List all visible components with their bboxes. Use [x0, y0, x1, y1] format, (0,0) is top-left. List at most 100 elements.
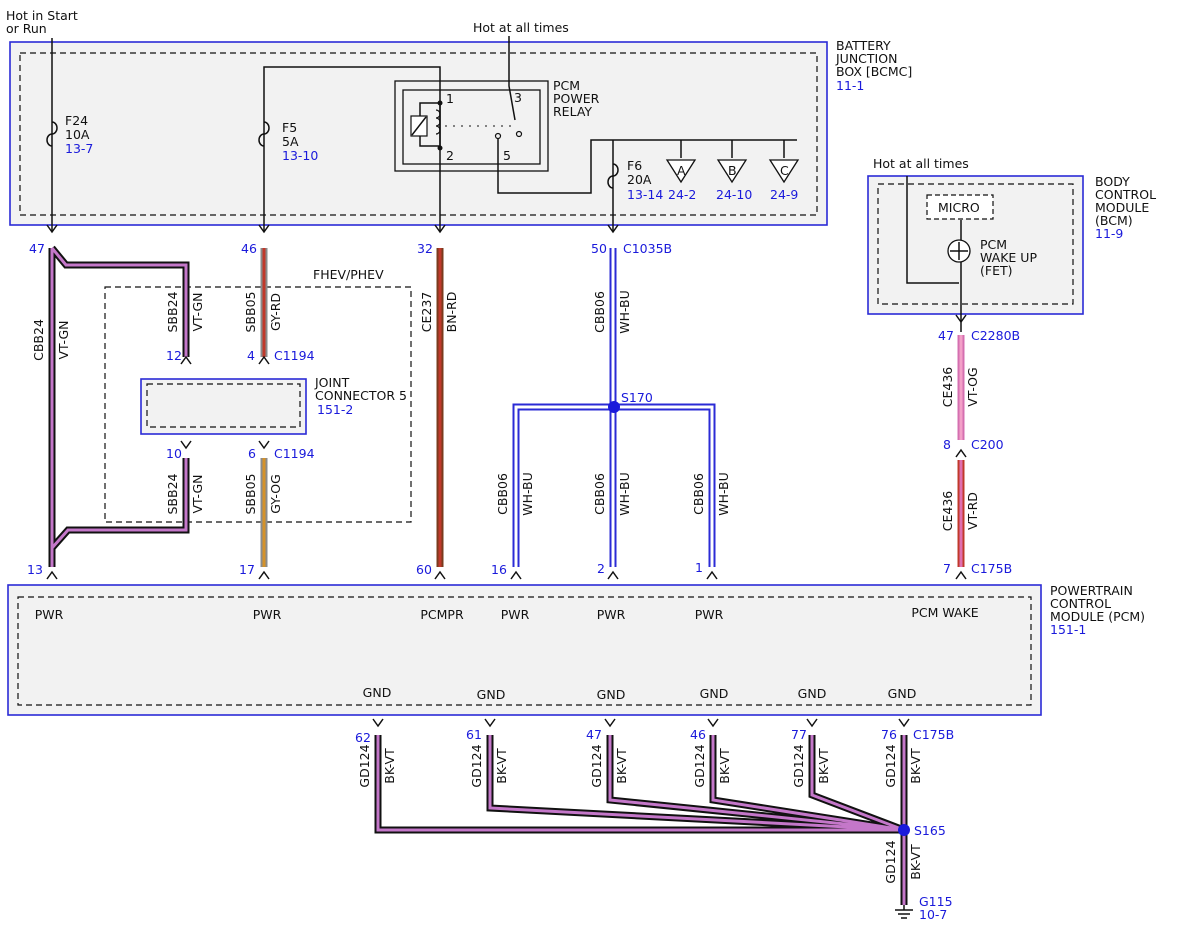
- pcm-gnd-5: GND: [798, 686, 827, 701]
- pin-32-top: 32: [417, 241, 433, 256]
- relay-pin-3: 3: [514, 90, 522, 105]
- label-cbb06-left-color: WH-BU: [520, 472, 535, 516]
- connector-c200: C200: [971, 437, 1004, 452]
- connector-arrow-icon: [180, 440, 192, 450]
- pcm-gnd-3: GND: [597, 687, 626, 702]
- connector-arrow-icon: [258, 224, 270, 234]
- fuse-f5-symbol: [258, 121, 270, 147]
- pcm-input-pcm-wake: PCM WAKE: [911, 605, 978, 620]
- connector-c1194-top: C1194: [274, 348, 315, 363]
- connector-arrow-icon: [258, 440, 270, 450]
- pcm-gnd-labels: GND GND GND GND GND GND: [363, 685, 917, 702]
- connector-arrows: [46, 224, 967, 728]
- label-sbb05b-color: GY-OG: [268, 474, 283, 514]
- splice-s170-dot: [608, 401, 620, 413]
- label-cbb24-color: VT-GN: [56, 320, 71, 359]
- fuse-f6-amp: 20A: [627, 172, 652, 187]
- offpage-b-letter: B: [728, 163, 737, 178]
- wire-labels: CBB24 VT-GN SBB24 VT-GN SBB24 VT-GN SBB0…: [31, 290, 980, 883]
- pin-46-gnd: 46: [690, 727, 706, 742]
- fuse-f6-symbol: [607, 163, 619, 189]
- pin-13-bottom: 13: [27, 562, 43, 577]
- micro-label: MICRO: [938, 200, 980, 215]
- offpage-c-letter: C: [780, 163, 789, 178]
- pcm-input-pwr-2: PWR: [253, 607, 282, 622]
- splice-s165-label: S165: [914, 823, 946, 838]
- pin-12-joint: 12: [166, 348, 182, 363]
- fet-label-line1: PCM: [980, 237, 1007, 252]
- connector-arrow-icon: [955, 448, 967, 458]
- connector-arrow-icon: [484, 718, 496, 728]
- offpage-a-letter: A: [677, 163, 686, 178]
- splice-s170-label: S170: [621, 390, 653, 405]
- connector-arrow-icon: [706, 570, 718, 580]
- pcm-gnd-1: GND: [363, 685, 392, 700]
- label-cbb06-right-circuit: CBB06: [691, 473, 706, 515]
- label-gd124-7-color: BK-VT: [908, 844, 923, 880]
- joint-name-line1: JOINT: [314, 375, 350, 390]
- pcm-name-line2: CONTROL: [1050, 596, 1111, 611]
- pin-47-gnd: 47: [586, 727, 602, 742]
- joint-name-line2: CONNECTOR 5: [315, 388, 407, 403]
- relay-pin-2: 2: [446, 148, 454, 163]
- pin-47-top: 47: [29, 241, 45, 256]
- label-ce237-color: BN-RD: [444, 292, 459, 333]
- connector-arrow-icon: [372, 718, 384, 728]
- fuse-f5-amp: 5A: [282, 134, 299, 149]
- connector-arrow-icon: [604, 718, 616, 728]
- pcm-input-pwr-3: PWR: [501, 607, 530, 622]
- fhev-phev-boundary: [104, 286, 412, 523]
- label-gd124-2-circuit: GD124: [469, 744, 484, 787]
- label-gd124-2-color: BK-VT: [494, 748, 509, 784]
- connector-arrow-icon: [806, 718, 818, 728]
- pin-61-gnd: 61: [466, 727, 482, 742]
- pin-7-bottom: 7: [943, 561, 951, 576]
- pin-76-gnd: 76: [881, 727, 897, 742]
- label-gd124-5-circuit: GD124: [791, 744, 806, 787]
- label-ce436b-circuit: CE436: [940, 491, 955, 532]
- connector-arrow-icon: [510, 570, 522, 580]
- label-sbb05b-circuit: SBB05: [243, 474, 258, 515]
- bcm-name-line4: (BCM): [1095, 213, 1133, 228]
- relay-name-line1: PCM: [553, 78, 580, 93]
- fuse-f6-ref: 13-14: [627, 187, 663, 202]
- bjb-name-line1: BATTERY: [836, 38, 891, 53]
- label-sbb24b-color: VT-GN: [190, 474, 205, 513]
- label-gd124-7-circuit: GD124: [883, 840, 898, 883]
- ground-symbol: [895, 905, 913, 919]
- label-sbb05a-color: GY-RD: [268, 293, 283, 331]
- fet-symbol: [947, 239, 971, 263]
- pin-8-c200: 8: [943, 437, 951, 452]
- pcm-gnd-6: GND: [888, 686, 917, 701]
- fhev-phev-label: FHEV/PHEV: [313, 267, 384, 282]
- micro-box: [926, 194, 994, 220]
- label-sbb24a-color: VT-GN: [190, 292, 205, 331]
- label-cbb06-main-color: WH-BU: [617, 290, 632, 334]
- pin-10-joint: 10: [166, 446, 182, 461]
- pcm-module: [7, 584, 1042, 716]
- label-cbb24-circuit: CBB24: [31, 319, 46, 361]
- pcm-input-labels: PWR PWR PCMPR PWR PWR PWR PCM WAKE: [35, 605, 979, 622]
- bjb-ref: 11-1: [836, 78, 864, 93]
- pin-1-bottom: 1: [695, 560, 703, 575]
- hot-all-times-bcm-label: Hot at all times: [873, 156, 969, 171]
- harness-inner: [50, 247, 188, 567]
- connector-arrow-icon: [607, 224, 619, 234]
- connector-arrow-icon: [898, 718, 910, 728]
- label-gd124-4-color: BK-VT: [717, 748, 732, 784]
- label-gd124-1-circuit: GD124: [357, 744, 372, 787]
- connector-c2280b: C2280B: [971, 328, 1020, 343]
- pin-77-gnd: 77: [791, 727, 807, 742]
- pin-46-top: 46: [241, 241, 257, 256]
- hot-all-times-label: Hot at all times: [473, 20, 569, 35]
- ground-g115-id: G115: [919, 894, 953, 909]
- pin-16-bottom: 16: [491, 562, 507, 577]
- offpage-a-ref: 24-2: [668, 187, 696, 202]
- pcm-gnd-4: GND: [700, 686, 729, 701]
- label-gd124-3-color: BK-VT: [614, 748, 629, 784]
- pcm-input-pwr-1: PWR: [35, 607, 64, 622]
- pin-4-joint: 4: [247, 348, 255, 363]
- wire-cbb24: [48, 245, 190, 567]
- label-gd124-5-color: BK-VT: [816, 748, 831, 784]
- pcm-input-pwr-4: PWR: [597, 607, 626, 622]
